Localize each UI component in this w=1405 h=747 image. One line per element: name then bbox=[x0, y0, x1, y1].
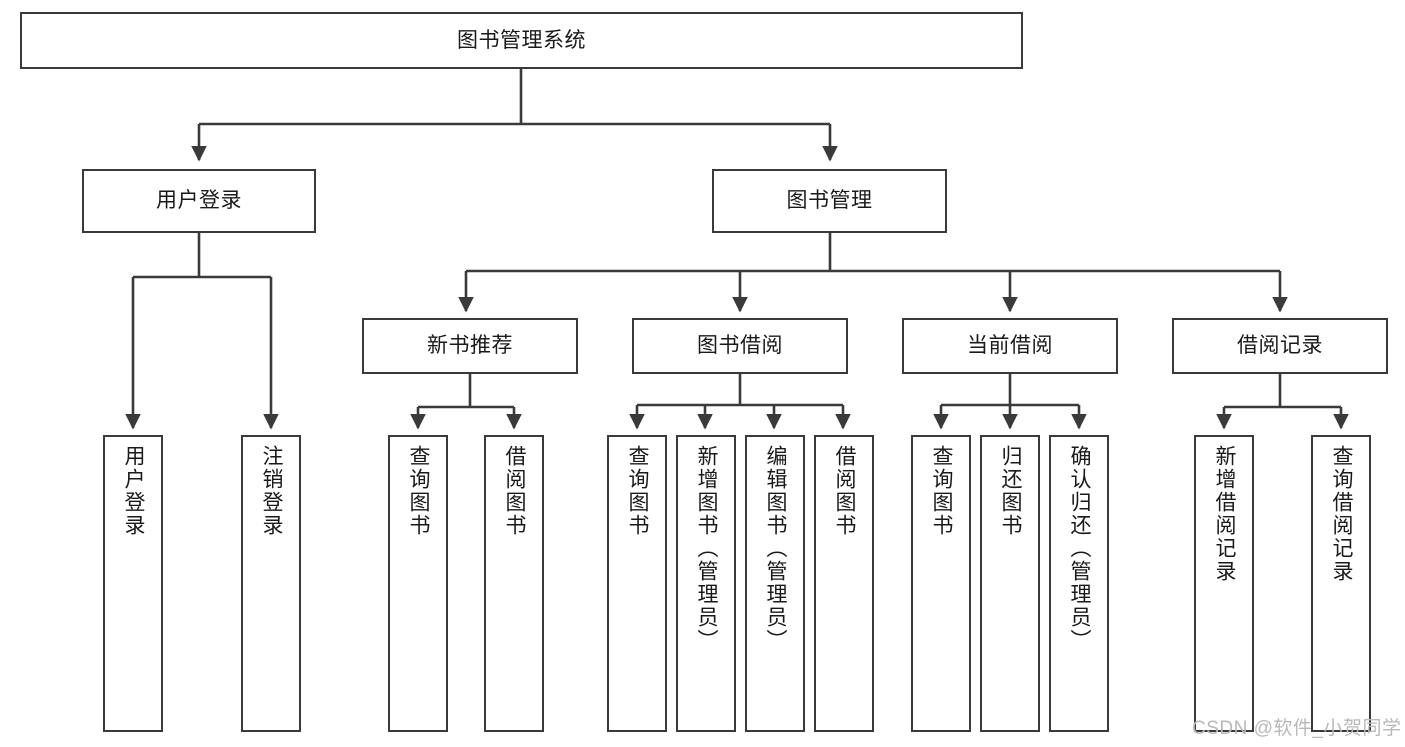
node-leaf-edit-book[interactable]: 编辑图书（管理员） bbox=[745, 435, 805, 732]
node-leaf-add-book-label: 新增图书（管理员） bbox=[695, 445, 719, 652]
node-leaf-query-book-1[interactable]: 查询图书 bbox=[388, 435, 448, 732]
watermark-text: CSDN @软件_小贺同学 bbox=[1192, 718, 1402, 739]
node-leaf-add-record[interactable]: 新增借阅记录 bbox=[1194, 435, 1254, 732]
node-leaf-user-login-label: 用户登录 bbox=[122, 445, 146, 537]
node-leaf-logout-label: 注销登录 bbox=[260, 445, 284, 537]
node-leaf-borrow-book-2-label: 借阅图书 bbox=[833, 445, 857, 537]
node-leaf-add-record-label: 新增借阅记录 bbox=[1213, 445, 1237, 583]
node-leaf-query-book-3-label: 查询图书 bbox=[930, 445, 954, 537]
node-root[interactable]: 图书管理系统 bbox=[20, 12, 1023, 69]
node-user-login-label: 用户登录 bbox=[156, 189, 242, 213]
node-leaf-borrow-book-1[interactable]: 借阅图书 bbox=[484, 435, 544, 732]
node-root-label: 图书管理系统 bbox=[457, 28, 586, 52]
node-leaf-edit-book-label: 编辑图书（管理员） bbox=[764, 445, 788, 652]
node-leaf-user-login[interactable]: 用户登录 bbox=[103, 435, 163, 732]
node-book-borrow-label: 图书借阅 bbox=[697, 334, 783, 358]
node-current-borrow[interactable]: 当前借阅 bbox=[902, 318, 1118, 374]
node-leaf-confirm-return-label: 确认归还（管理员） bbox=[1068, 445, 1092, 652]
node-leaf-logout[interactable]: 注销登录 bbox=[241, 435, 301, 732]
node-leaf-query-book-3[interactable]: 查询图书 bbox=[911, 435, 971, 732]
node-leaf-confirm-return[interactable]: 确认归还（管理员） bbox=[1049, 435, 1109, 732]
node-new-book-rec-label: 新书推荐 bbox=[427, 334, 513, 358]
node-book-borrow[interactable]: 图书借阅 bbox=[632, 318, 848, 374]
node-book-manage[interactable]: 图书管理 bbox=[712, 169, 947, 233]
node-new-book-rec[interactable]: 新书推荐 bbox=[362, 318, 578, 374]
node-book-manage-label: 图书管理 bbox=[786, 189, 873, 213]
node-leaf-query-record[interactable]: 查询借阅记录 bbox=[1311, 435, 1371, 732]
node-leaf-add-book[interactable]: 新增图书（管理员） bbox=[676, 435, 736, 732]
node-current-borrow-label: 当前借阅 bbox=[967, 334, 1053, 358]
node-leaf-query-book-2[interactable]: 查询图书 bbox=[607, 435, 667, 732]
node-leaf-query-book-2-label: 查询图书 bbox=[626, 445, 650, 537]
node-leaf-borrow-book-1-label: 借阅图书 bbox=[503, 445, 527, 537]
node-leaf-return-book-label: 归还图书 bbox=[999, 445, 1023, 537]
node-leaf-return-book[interactable]: 归还图书 bbox=[980, 435, 1040, 732]
node-leaf-query-book-1-label: 查询图书 bbox=[407, 445, 431, 537]
node-leaf-query-record-label: 查询借阅记录 bbox=[1330, 445, 1354, 583]
node-user-login[interactable]: 用户登录 bbox=[82, 169, 316, 233]
node-borrow-record-label: 借阅记录 bbox=[1237, 334, 1323, 358]
node-leaf-borrow-book-2[interactable]: 借阅图书 bbox=[814, 435, 874, 732]
node-borrow-record[interactable]: 借阅记录 bbox=[1172, 318, 1388, 374]
